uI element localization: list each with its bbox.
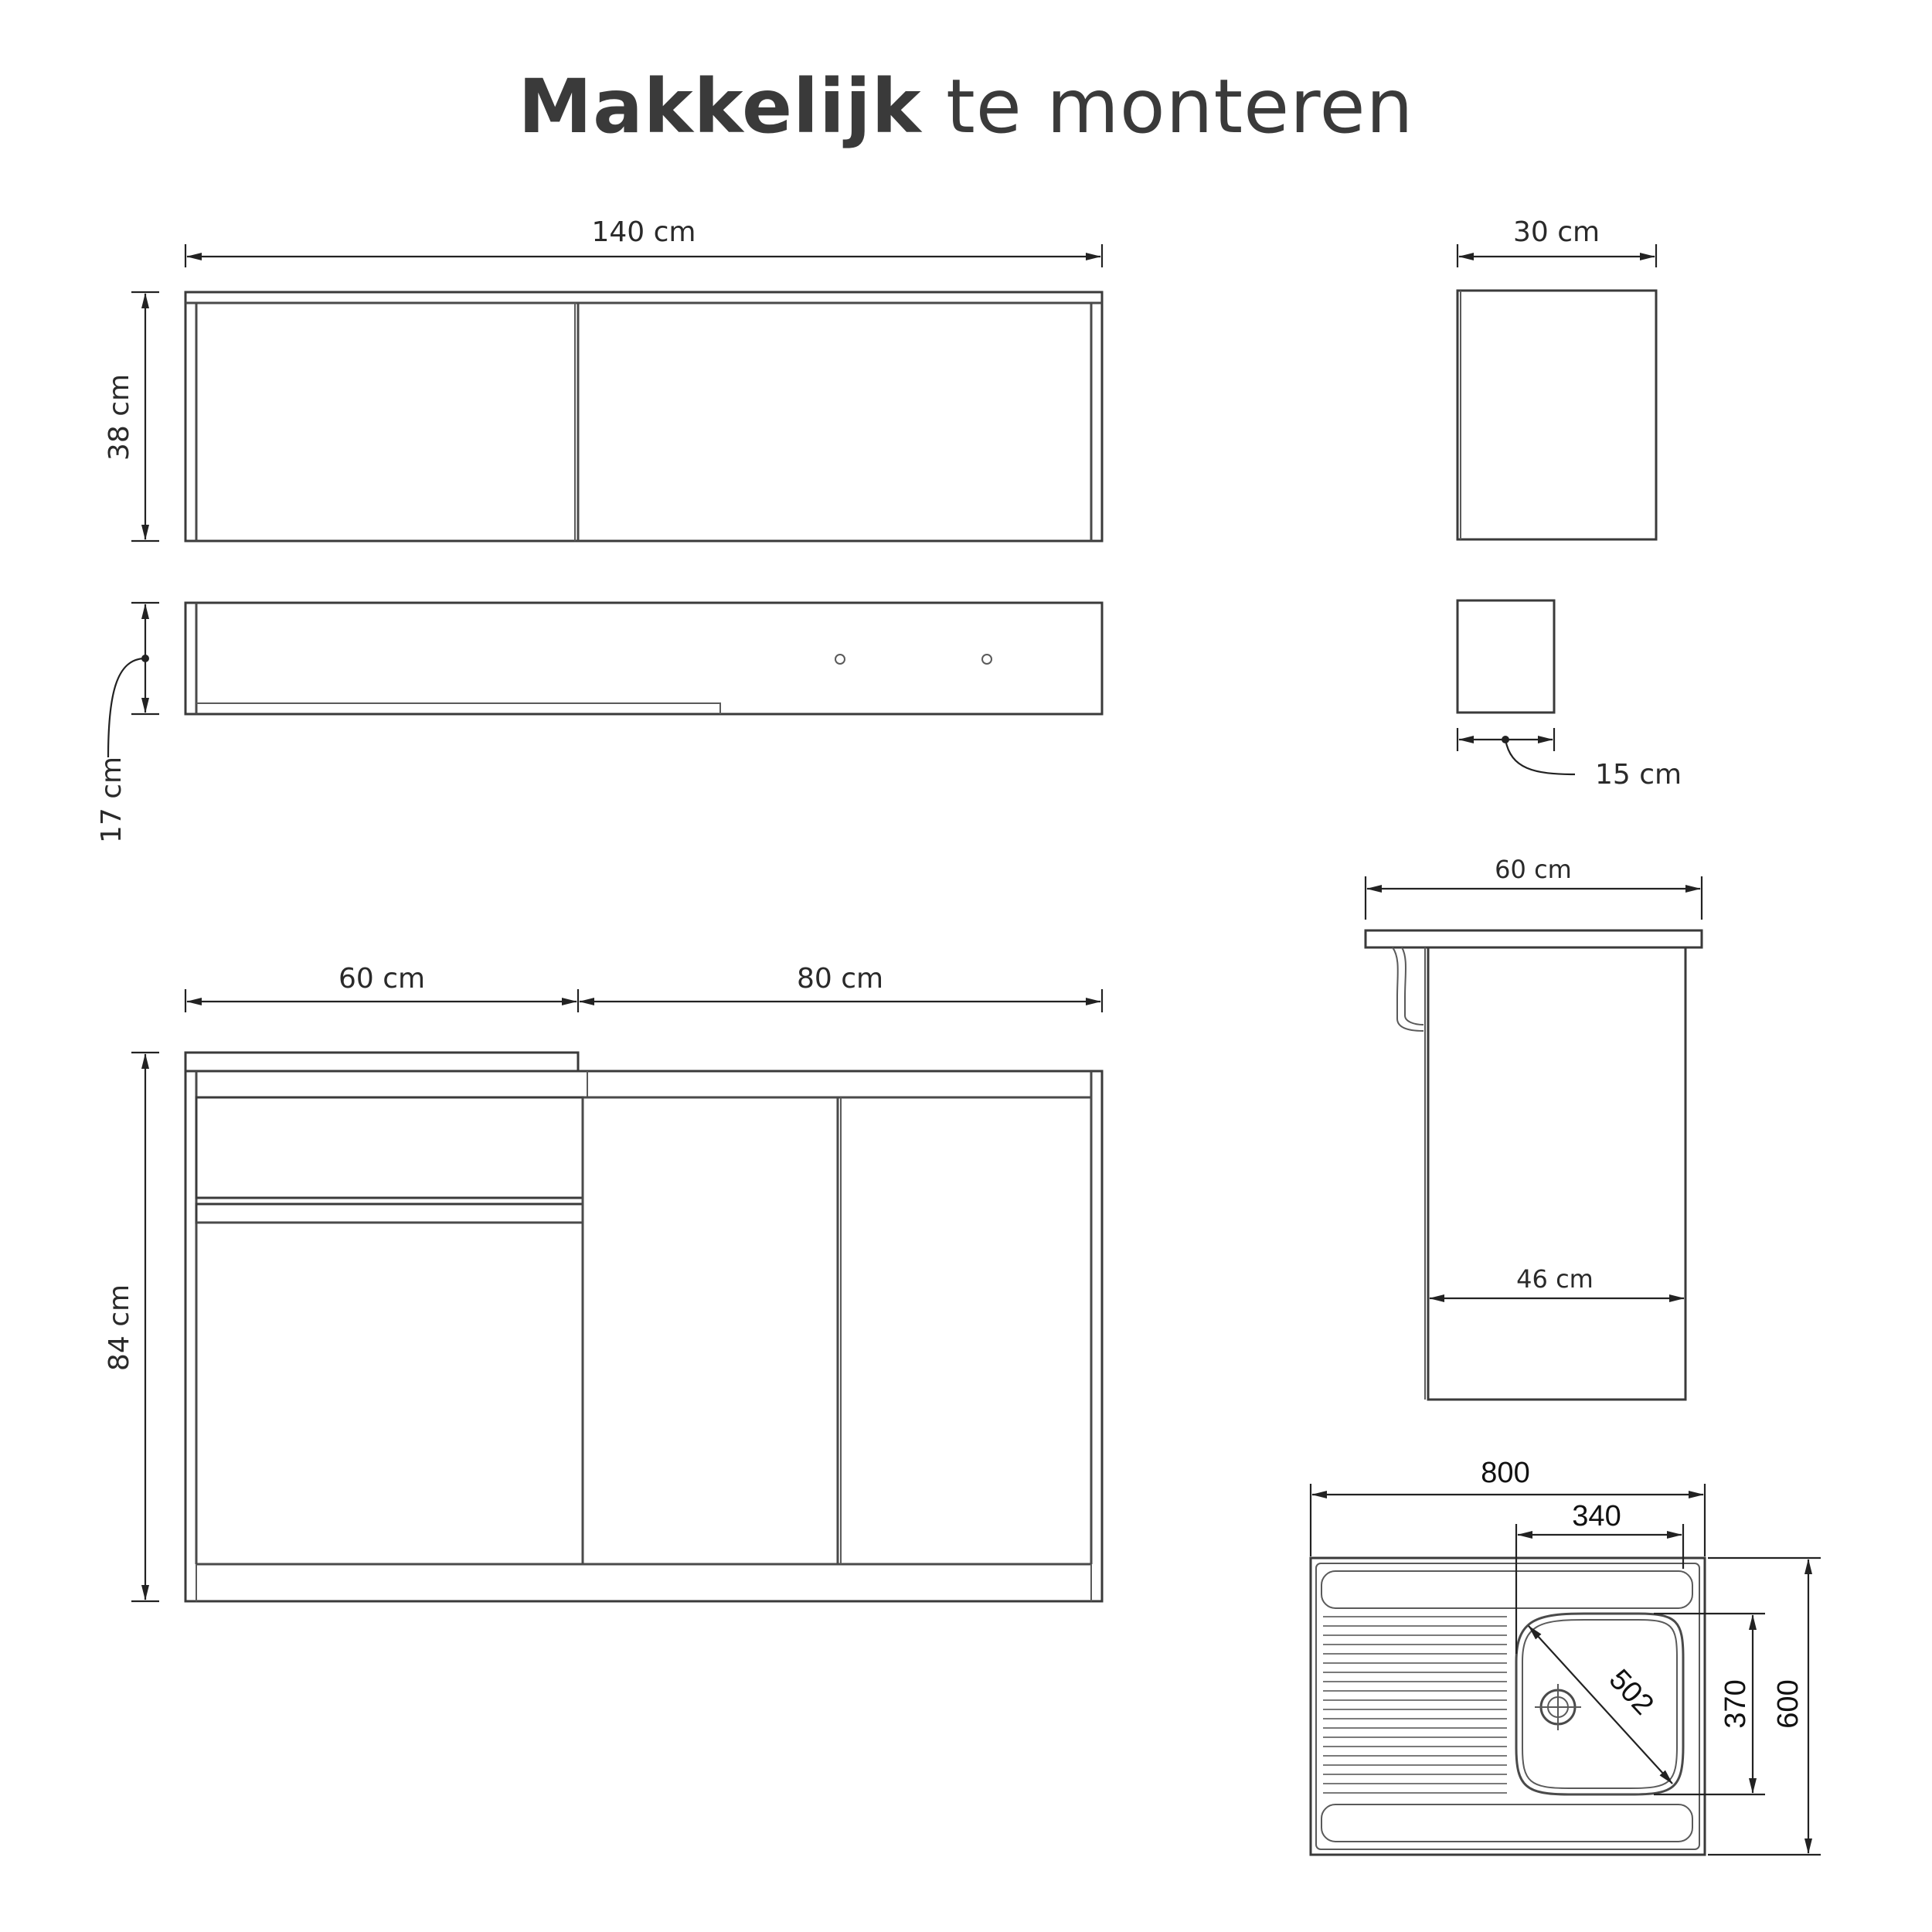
shelf-side bbox=[1456, 599, 1556, 714]
sink-bowl bbox=[1515, 1612, 1685, 1796]
base-left-width-label: 60 cm bbox=[338, 963, 425, 995]
shelf-depth-label: 15 cm bbox=[1595, 759, 1682, 791]
upper-cabinet-width-dimension: 140 cm bbox=[184, 216, 1104, 267]
upper-cabinet-side bbox=[1456, 289, 1658, 541]
shelf-front bbox=[184, 601, 1104, 716]
side-top-depth-dimension: 60 cm bbox=[1364, 855, 1703, 920]
sink-bowl-depth-label: 370 bbox=[1719, 1679, 1752, 1728]
upper-cabinet-front bbox=[184, 291, 1104, 543]
upper-cabinet-depth-dimension: 30 cm bbox=[1456, 216, 1658, 267]
side-body-depth-label: 46 cm bbox=[1516, 1264, 1594, 1294]
base-right-width-label: 80 cm bbox=[797, 963, 883, 995]
side-body-depth-dimension: 46 cm bbox=[1429, 1264, 1685, 1302]
shelf-height-dimension: 17 cm bbox=[96, 601, 159, 843]
drainboard bbox=[1323, 1616, 1507, 1794]
sink-bowl-depth-dimension: 370 bbox=[1654, 1612, 1765, 1796]
base-height-label: 84 cm bbox=[104, 1284, 135, 1371]
base-cabinet-front bbox=[184, 1051, 1104, 1603]
title-light: te monteren bbox=[921, 63, 1414, 150]
shelf-height-label: 17 cm bbox=[96, 757, 128, 843]
title-bold: Makkelijk bbox=[518, 63, 922, 150]
base-left-width-dimension: 60 cm bbox=[184, 963, 580, 1012]
upper-width-label: 140 cm bbox=[591, 216, 696, 248]
side-top-depth-label: 60 cm bbox=[1495, 855, 1572, 884]
base-height-dimension: 84 cm bbox=[104, 1051, 159, 1603]
base-cabinet-side bbox=[1364, 929, 1703, 1401]
sink-width-label: 800 bbox=[1481, 1457, 1529, 1489]
upper-depth-label: 30 cm bbox=[1513, 216, 1600, 248]
sink-width-dimension: 800 bbox=[1309, 1457, 1706, 1556]
sink-depth-dimension: 600 bbox=[1708, 1556, 1821, 1856]
shelf-depth-dimension: 15 cm bbox=[1456, 728, 1682, 791]
sink-bowl-width-label: 340 bbox=[1572, 1500, 1621, 1532]
base-right-width-dimension: 80 cm bbox=[579, 963, 1104, 1012]
page-title: Makkelijk te monteren bbox=[0, 63, 1932, 150]
upper-height-label: 38 cm bbox=[104, 374, 135, 461]
sink-depth-label: 600 bbox=[1772, 1679, 1804, 1728]
sink-top-view bbox=[1309, 1556, 1706, 1856]
sink-bowl-width-dimension: 340 bbox=[1515, 1500, 1685, 1654]
upper-cabinet-height-dimension: 38 cm bbox=[104, 291, 159, 543]
